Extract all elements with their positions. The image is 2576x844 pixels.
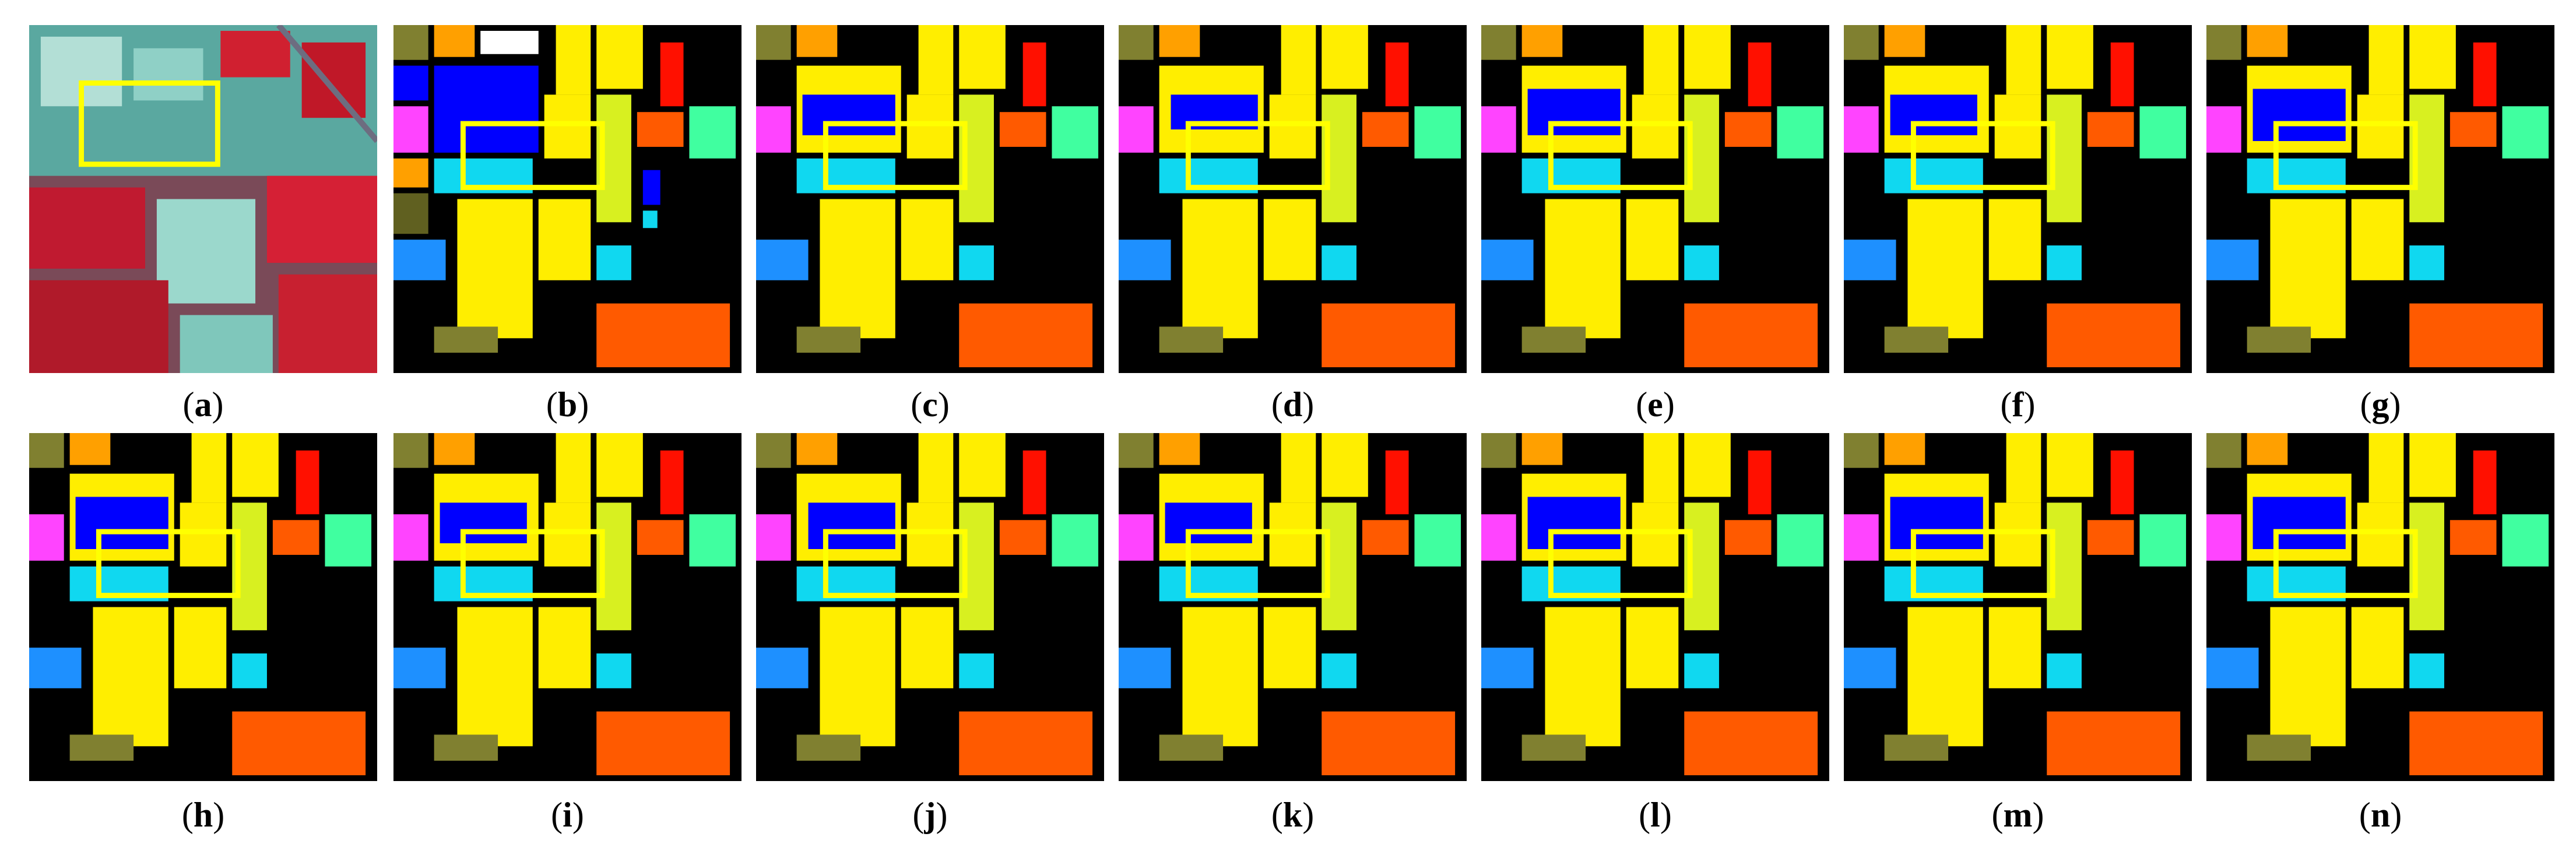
panel-d-classification-map xyxy=(1119,25,1467,373)
panel-h-classification-map xyxy=(29,433,377,781)
classification-map-svg xyxy=(2206,433,2554,781)
panel-g-label: (g) xyxy=(2360,385,2401,424)
panel-c-label: (c) xyxy=(911,385,950,424)
panel-a-false-color-image xyxy=(29,25,377,373)
classification-map-svg xyxy=(2206,25,2554,373)
classification-map-svg xyxy=(1119,25,1467,373)
panel-b-ground-truth xyxy=(393,25,741,373)
panel-a-label: (a) xyxy=(182,385,224,424)
panel-i-label: (i) xyxy=(551,796,584,834)
panel-l-label: (l) xyxy=(1639,796,1672,834)
ground-truth-svg xyxy=(393,25,741,373)
panel-b-label: (b) xyxy=(546,385,589,424)
panel-e-classification-map xyxy=(1481,25,1829,373)
panel-c-classification-map xyxy=(756,25,1104,373)
classification-map-svg xyxy=(1481,25,1829,373)
classification-map-svg xyxy=(1844,433,2192,781)
classification-map-svg xyxy=(393,433,741,781)
panel-l-classification-map xyxy=(1481,433,1829,781)
panel-n-classification-map xyxy=(2206,433,2554,781)
panel-f-label: (f) xyxy=(2000,385,2036,424)
panel-f-classification-map xyxy=(1844,25,2192,373)
panel-d-label: (d) xyxy=(1271,385,1315,424)
classification-map-svg xyxy=(1844,25,2192,373)
panel-h-label: (h) xyxy=(181,796,225,834)
panel-k-classification-map xyxy=(1119,433,1467,781)
panel-m-label: (m) xyxy=(1991,796,2044,834)
classification-map-svg xyxy=(1119,433,1467,781)
panel-m-classification-map xyxy=(1844,433,2192,781)
panel-j-label: (j) xyxy=(912,796,948,834)
classification-map-svg xyxy=(29,433,377,781)
panel-e-label: (e) xyxy=(1636,385,1675,424)
panel-k-label: (k) xyxy=(1271,796,1315,834)
classification-map-svg xyxy=(756,433,1104,781)
panel-n-label: (n) xyxy=(2359,796,2402,834)
classification-map-svg xyxy=(756,25,1104,373)
classification-map-svg xyxy=(1481,433,1829,781)
false-color-svg xyxy=(29,25,377,373)
panel-i-classification-map xyxy=(393,433,741,781)
panel-j-classification-map xyxy=(756,433,1104,781)
panel-g-classification-map xyxy=(2206,25,2554,373)
